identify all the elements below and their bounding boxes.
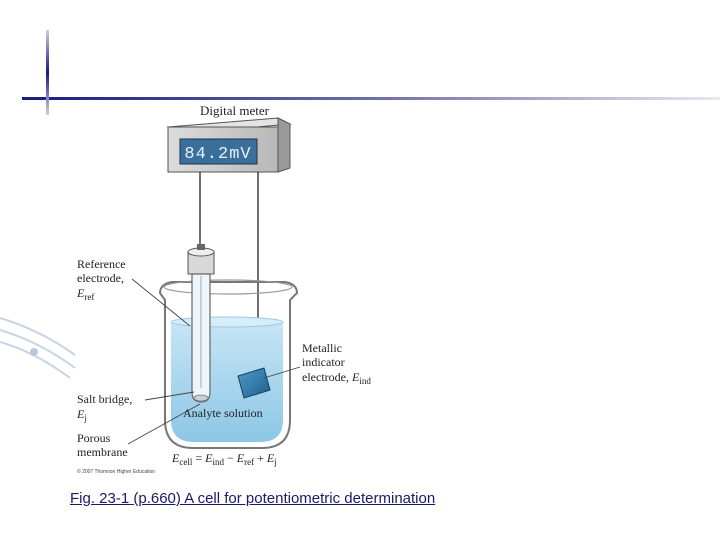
reference-label: Reference electrode, Eref (76, 257, 126, 302)
svg-text:Metallic: Metallic (302, 341, 342, 355)
reference-electrode (187, 244, 215, 403)
svg-text:electrode, Eind: electrode, Eind (302, 370, 371, 386)
analyte-solution-label: Analyte solution (183, 406, 263, 420)
meter-display (179, 138, 258, 165)
digital-meter: Digital meter 84.2mV (166, 103, 292, 173)
slide-decoration (0, 30, 720, 379)
figure-caption: Fig. 23-1 (p.660) A cell for potentiomet… (70, 490, 436, 507)
porous-membrane-label: Porous membrane (77, 431, 128, 459)
label-leader-lines (127, 278, 301, 445)
beaker (158, 279, 299, 449)
svg-text:indicator: indicator (302, 355, 345, 369)
copyright-notice: © 2007 Thomson Higher Education (77, 468, 155, 475)
cell-potential-equation: Ecell = Eind − Eref + Ej (171, 451, 277, 467)
svg-text:Ej: Ej (76, 407, 87, 423)
horizontal-accent-line (22, 97, 720, 100)
svg-text:Reference: Reference (77, 257, 126, 271)
svg-text:Salt bridge,: Salt bridge, (77, 392, 132, 406)
left-swoosh-decoration (0, 317, 76, 379)
meter-reading: 84.2mV (184, 145, 251, 164)
svg-text:membrane: membrane (77, 445, 128, 459)
salt-bridge-label: Salt bridge, Ej (76, 392, 132, 423)
vertical-accent-line (46, 30, 49, 115)
svg-text:electrode,: electrode, (77, 271, 124, 285)
meter-title: Digital meter (200, 103, 270, 118)
metallic-indicator-label: Metallic indicator electrode, Eind (302, 341, 371, 386)
svg-text:Porous: Porous (77, 431, 111, 445)
svg-text:Eref: Eref (76, 286, 94, 302)
indicator-electrode (237, 367, 271, 399)
